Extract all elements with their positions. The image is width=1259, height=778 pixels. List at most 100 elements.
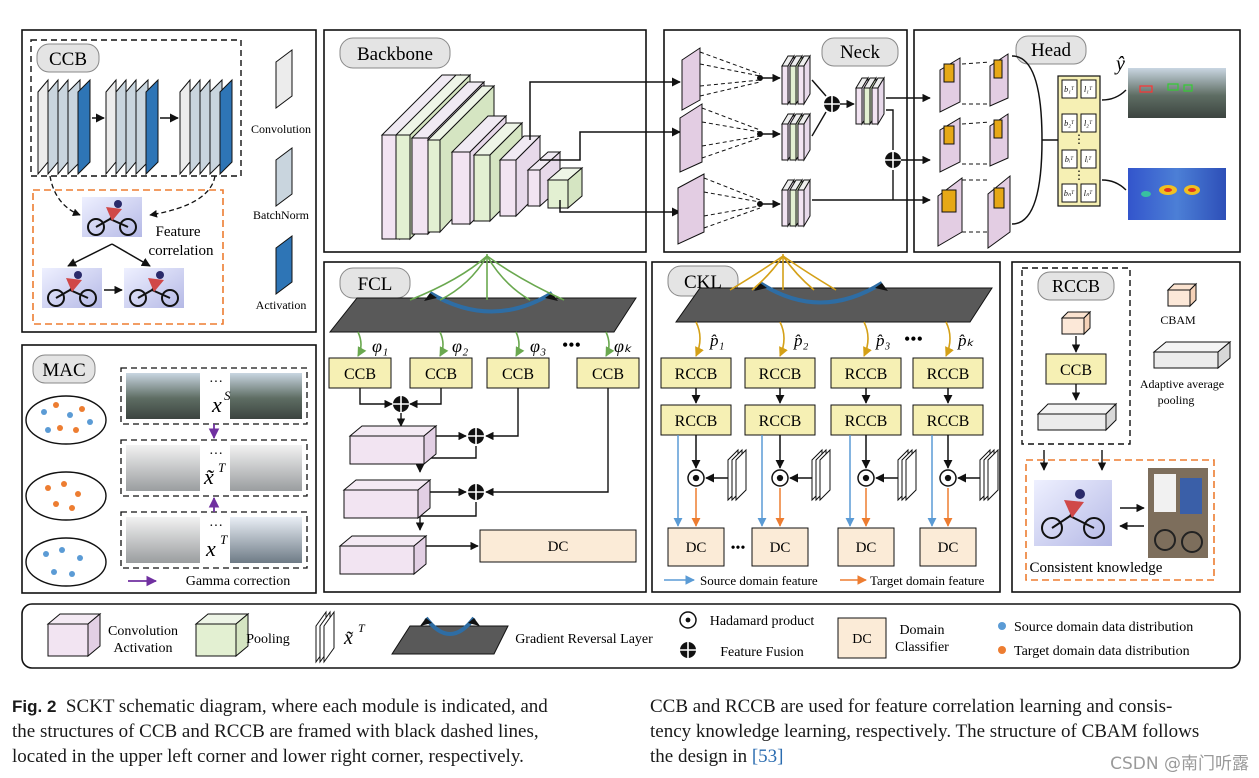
xt-tilde-superscript: T	[218, 460, 226, 475]
head-panel	[913, 29, 1241, 253]
source-domain-feature-label: Source domain feature	[700, 573, 818, 588]
ckl-rccb-kb: RCCB	[927, 413, 970, 430]
legend-dc-icon	[837, 617, 887, 659]
head-cell-l1: l₁ᵀ	[1084, 85, 1093, 94]
neck-panel	[663, 29, 908, 253]
fcl-ccb-3: CCB	[502, 366, 534, 383]
caption-line-5: tency knowledge learning, respectively. …	[650, 721, 1200, 742]
ccb-layer-stacks	[37, 78, 233, 176]
legend-fusion-label: Feature Fusion	[720, 645, 804, 660]
neck-title: Neck	[840, 42, 881, 63]
batchnorm-legend-label: BatchNorm	[253, 208, 310, 222]
caption-line-6: the design in	[650, 746, 748, 767]
head-cell-ln: lₙᵀ	[1084, 189, 1093, 198]
ckl-dc-k: DC	[938, 540, 959, 556]
sckt-diagram: CCB Convolution BatchNorm Activation Fea…	[21, 29, 1241, 669]
ccb-dashed-arrow-right	[149, 175, 216, 218]
backbone-panel	[323, 29, 647, 253]
phi-k: φₖ	[614, 336, 632, 356]
fcl-dc-block	[479, 529, 637, 563]
adaptive-pooling-label-1: Adaptive average	[1140, 377, 1224, 391]
fc-arrow-left	[67, 243, 113, 267]
neck-connections	[762, 73, 931, 209]
fcl-ccb-k: CCB	[592, 366, 624, 383]
head-tag	[1015, 35, 1087, 65]
legend-conv-icon	[46, 612, 102, 658]
caption-line-4: CCB and RCCB are used for feature correl…	[650, 696, 1173, 717]
backbone-to-neck-1	[529, 77, 681, 140]
fcl-dc-label: DC	[548, 539, 569, 555]
convolution-legend-label: Convolution	[251, 122, 311, 136]
xt-symbol: x	[205, 536, 216, 561]
fc-arrow-right	[111, 243, 151, 267]
fcl-panel	[323, 261, 647, 593]
legend-xt-superscript: T	[358, 621, 366, 635]
fcl-dots: •••	[562, 335, 581, 355]
ckl-rccb-1b: RCCB	[675, 413, 718, 430]
reference-link[interactable]: [53]	[751, 746, 784, 767]
neck-tag	[821, 37, 899, 67]
head-bracket	[1011, 55, 1058, 225]
detection-output-image	[1128, 68, 1226, 118]
legend-grl-icon	[391, 616, 509, 655]
mac-panel	[21, 344, 317, 594]
backbone-tag	[339, 37, 451, 69]
ckl-rccb-ka: RCCB	[927, 366, 970, 383]
ckl-flow	[673, 388, 980, 527]
backbone-title: Backbone	[357, 44, 433, 65]
xs-superscript: S	[224, 388, 231, 403]
head-output-arrows	[1101, 89, 1127, 191]
fcl-conv-blocks	[338, 424, 438, 576]
legend-conv-label-1: Convolution	[108, 624, 178, 639]
ckl-dc-dots: •••	[731, 541, 746, 556]
feature-correlation-label-2: correlation	[149, 243, 214, 259]
fcl-ccb-2: CCB	[425, 366, 457, 383]
ckl-dc-3: DC	[856, 540, 877, 556]
legend-xt-symbol: x̃	[343, 627, 353, 649]
mac-dots-2: ···	[209, 447, 223, 462]
adaptive-pooling-label-2: pooling	[1158, 393, 1195, 407]
backbone-layers	[380, 73, 584, 241]
ckl-rccb-blocks	[660, 357, 984, 436]
legend-pool-icon	[194, 612, 250, 658]
mac-tag	[32, 354, 96, 384]
legend-hadamard-icon	[679, 611, 697, 629]
rccb-ccb-block	[1045, 353, 1107, 385]
neck-blocks	[781, 54, 885, 228]
mac-title: MAC	[42, 360, 85, 381]
distribution-ellipses	[25, 395, 107, 587]
caption-right: CCB and RCCB are used for feature correl…	[650, 694, 1250, 769]
cbam-label: CBAM	[1160, 313, 1196, 327]
head-cell-b1: b₁ᵀ	[1064, 85, 1075, 94]
rccb-cyclist-figure	[1041, 489, 1105, 539]
ccb-layer-legend: Convolution BatchNorm Activation	[251, 49, 311, 312]
backbone-to-neck-3	[559, 200, 681, 217]
legend-source-dot	[998, 622, 1006, 630]
legend-pooling-label: Pooling	[246, 632, 290, 647]
rccb-pooling-block	[1036, 402, 1118, 432]
cyclist-image-left	[41, 267, 103, 309]
legend-grl-label: Gradient Reversal Layer	[515, 632, 653, 647]
mac-dots-3: ···	[209, 519, 223, 534]
legend-dc-label-1: Domain	[899, 623, 944, 638]
neck-fusion-icons	[824, 96, 901, 168]
activation-legend-label: Activation	[256, 298, 307, 312]
head-cell-bn: bₙᵀ	[1064, 189, 1075, 198]
ckl-rccb-3a: RCCB	[845, 366, 888, 383]
gamma-correction-label: Gamma correction	[186, 574, 291, 589]
legend-dc-label-2: Classifier	[895, 640, 949, 655]
legend-fusion-icon	[680, 642, 696, 658]
ckl-rccb-3b: RCCB	[845, 413, 888, 430]
phi-2: φ₂	[452, 336, 468, 356]
head-title: Head	[1031, 40, 1072, 61]
backbone-to-neck-2	[540, 127, 681, 161]
svg-text:⋮: ⋮	[1073, 168, 1085, 182]
ccb-dashed-frame	[30, 39, 242, 177]
ckl-panel	[651, 261, 1001, 593]
adaptive-pooling-legend-icon	[1152, 340, 1232, 370]
rccb-cbam-block	[1060, 310, 1092, 336]
ccb-tag	[36, 43, 100, 73]
xt-tilde-symbol: x̃	[203, 464, 214, 489]
fcl-title: FCL	[358, 274, 393, 295]
ckl-dc-blocks	[667, 527, 977, 567]
